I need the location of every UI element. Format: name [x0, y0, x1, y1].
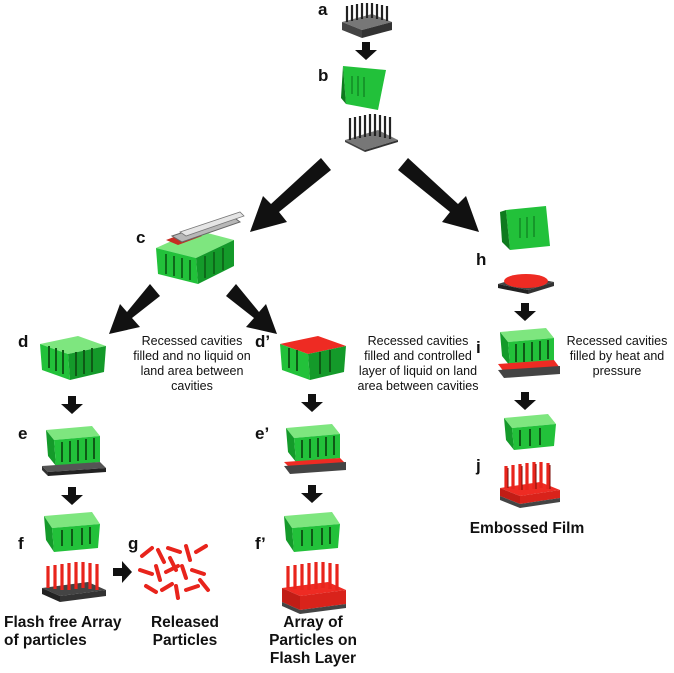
description-d-line: Recessed cavities	[141, 334, 243, 348]
arrow-eprime-to-fprime	[301, 485, 323, 503]
description-i-line: filled by heat and	[569, 349, 665, 363]
caption-line: Embossed Film	[469, 520, 585, 537]
description-i-line: pressure	[592, 364, 642, 378]
arrow-c-to-d	[109, 284, 160, 334]
arrow-c-to-dprime	[226, 284, 277, 334]
arrow-a-to-b	[355, 42, 377, 60]
label-d: d	[18, 332, 29, 351]
label-i: i	[476, 338, 481, 357]
arrow-dprime-to-eprime	[301, 394, 323, 412]
caption-line: Released	[150, 614, 220, 631]
step-e-mold-on-substrate	[42, 426, 106, 476]
caption-array-on-flash-layer: Array of Particles on Flash Layer	[258, 614, 368, 668]
arrow-e-to-f	[61, 487, 83, 505]
step-b-mold-and-substrate	[341, 66, 398, 152]
description-d-prime: Recessed cavities filled and controlled …	[340, 334, 496, 394]
description-d-line: cavities	[171, 379, 213, 393]
step-a-master-substrate	[342, 3, 392, 38]
caption-line: Particles on	[269, 632, 357, 649]
caption-line: Particles	[152, 632, 218, 649]
arrows	[61, 42, 536, 583]
caption-line: Flash Layer	[269, 650, 357, 667]
step-d-filled-mold	[40, 336, 106, 380]
label-g: g	[128, 534, 139, 553]
label-c: c	[136, 228, 146, 247]
step-i-embossing	[498, 328, 560, 378]
caption-embossed-film: Embossed Film	[452, 520, 602, 538]
label-e: e	[18, 424, 28, 443]
arrow-b-to-h	[398, 158, 479, 232]
arrow-h-to-i	[514, 303, 536, 321]
arrow-b-to-c	[250, 158, 331, 232]
arrow-i-to-j	[514, 392, 536, 410]
description-d-line: filled and no liquid on	[133, 349, 251, 363]
step-h-mold-and-film	[498, 206, 554, 294]
arrow-f-to-g	[113, 561, 132, 583]
caption-line: of particles	[4, 632, 87, 649]
label-b: b	[318, 66, 329, 85]
step-f-separated-array	[42, 512, 106, 602]
caption-released-particles: Released Particles	[140, 614, 230, 650]
label-f: f	[18, 534, 24, 553]
label-e-prime: e’	[255, 424, 270, 443]
caption-flash-free-array: Flash free Array of particles	[4, 614, 144, 650]
label-f-prime: f’	[255, 534, 266, 553]
step-fprime-array-on-flash	[282, 512, 346, 614]
step-dprime-mold-with-flash-layer	[280, 336, 346, 380]
label-h: h	[476, 250, 487, 269]
step-g-released-particles	[138, 544, 210, 600]
description-dprime-line: filled and controlled	[364, 349, 472, 363]
description-dprime-line: layer of liquid on land	[358, 364, 478, 378]
label-j: j	[476, 456, 481, 475]
step-c-filling-with-blade	[156, 211, 245, 284]
description-dprime-line: Recessed cavities	[367, 334, 469, 348]
caption-line: Flash free Array	[4, 614, 122, 631]
step-j-embossed-film	[500, 414, 560, 508]
description-d-line: land area between	[140, 364, 244, 378]
description-i: Recessed cavities filled by heat and pre…	[560, 334, 674, 379]
description-i-line: Recessed cavities	[566, 334, 668, 348]
label-d-prime: d’	[255, 332, 271, 351]
description-d: Recessed cavities filled and no liquid o…	[118, 334, 266, 394]
caption-line: Array of	[283, 614, 343, 631]
description-dprime-line: area between cavities	[357, 379, 479, 393]
step-eprime-mold-flash-substrate	[284, 424, 346, 474]
arrow-d-to-e	[61, 396, 83, 414]
label-a: a	[318, 0, 328, 19]
